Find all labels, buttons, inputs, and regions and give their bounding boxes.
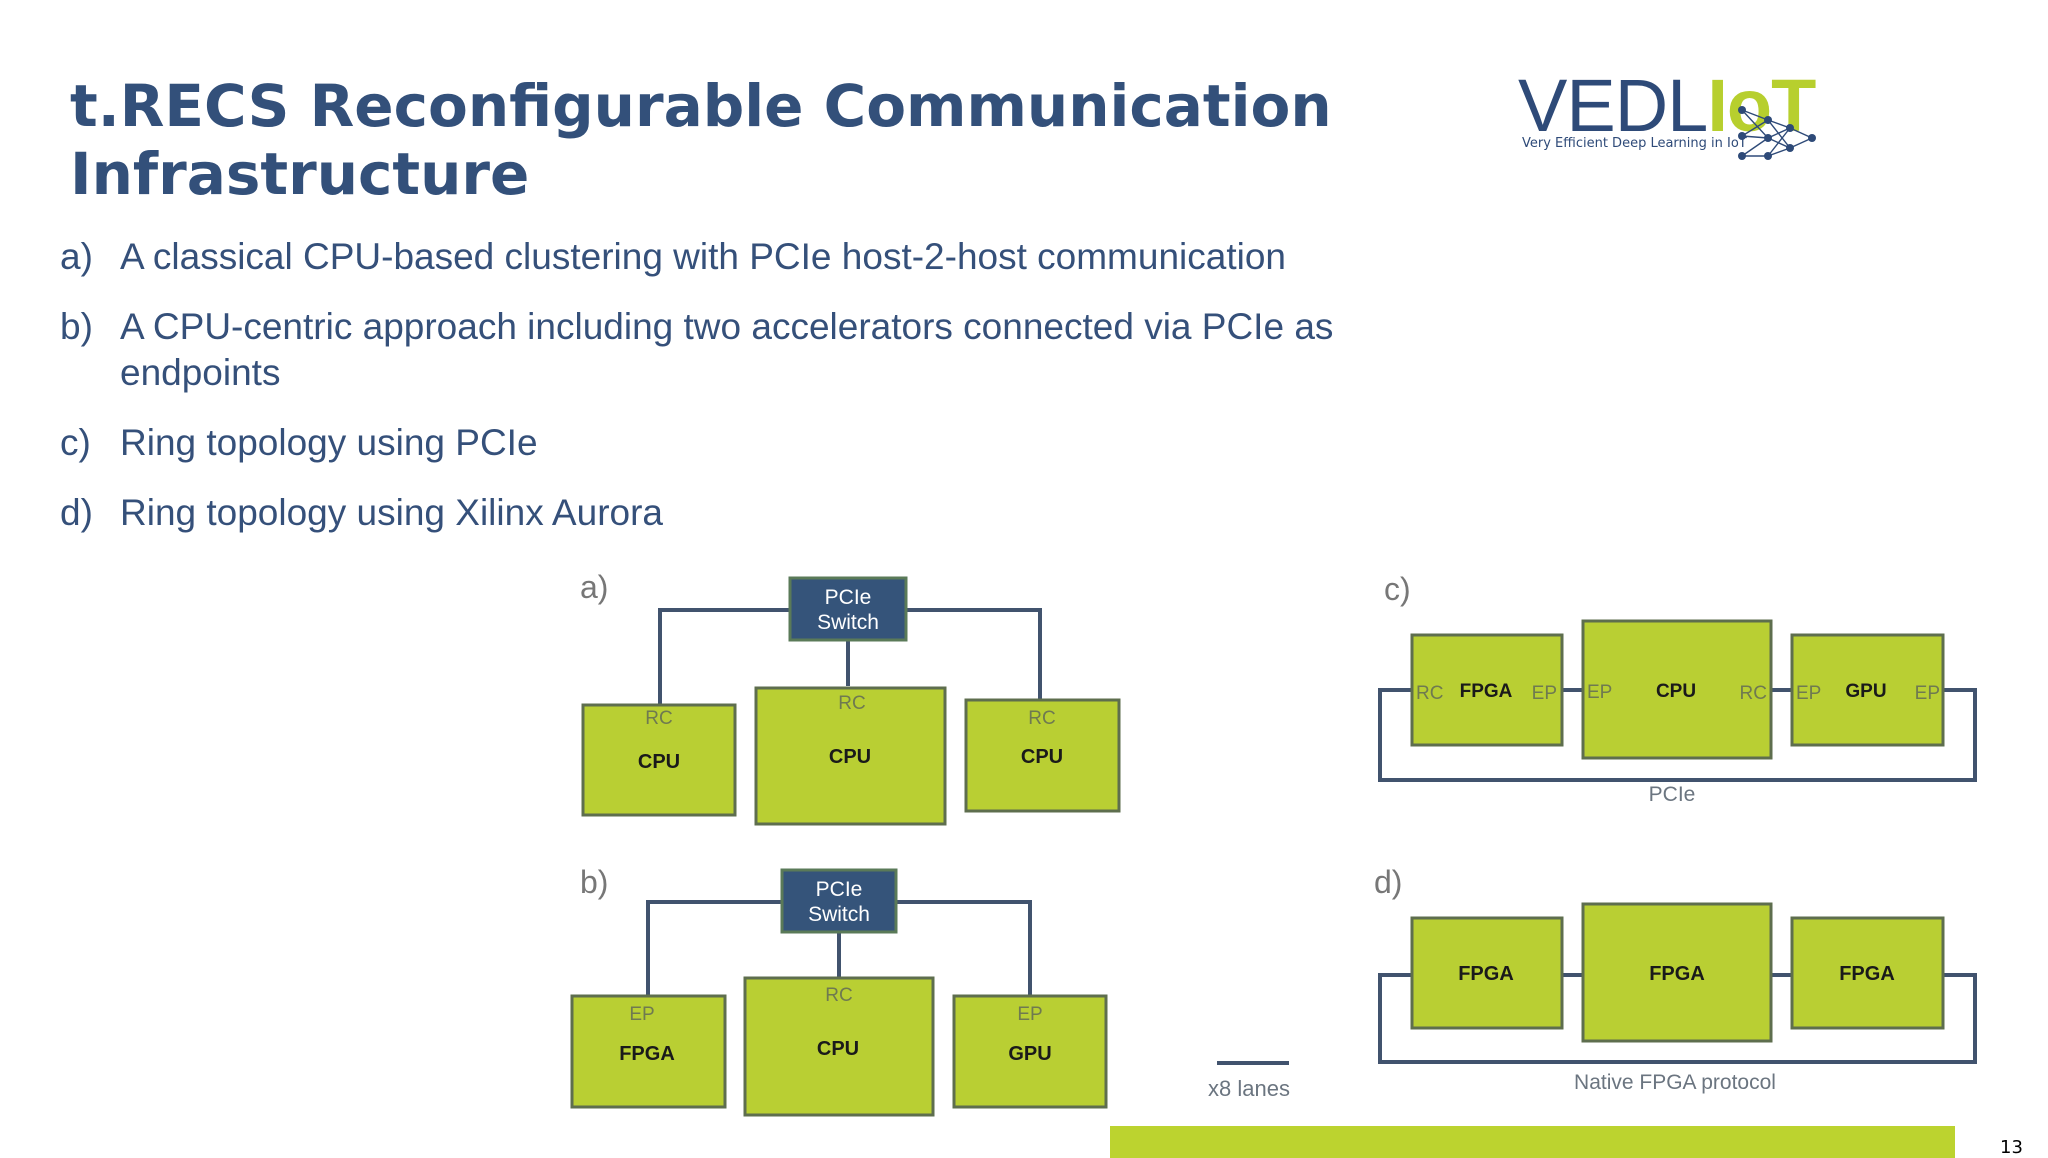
port-label: RC xyxy=(825,985,852,1006)
port-label-right: EP xyxy=(1915,683,1940,704)
legend-label: x8 lanes xyxy=(1208,1076,1290,1101)
diagram-a: a) PCIe Switch RC CPU RC CPU RC CPU xyxy=(580,569,1121,826)
bullet-c: c) Ring topology using PCIe xyxy=(60,420,1460,466)
fpga-node xyxy=(1790,916,1945,1030)
node-name: FPGA xyxy=(619,1043,675,1065)
logo-tagline: Very Efficient Deep Learning in IoT xyxy=(1522,136,1747,151)
node-name: FPGA xyxy=(1460,681,1513,702)
fpga-node xyxy=(1581,902,1773,1043)
bullet-b: b) A CPU-centric approach including two a… xyxy=(60,304,1460,396)
fpga-node xyxy=(1410,633,1564,747)
pcie-switch xyxy=(780,868,898,934)
port-label-right: EP xyxy=(1532,683,1557,704)
diagram-label: a) xyxy=(580,569,608,605)
port-label: RC xyxy=(1028,708,1055,729)
bullet-text: Ring topology using Xilinx Aurora xyxy=(120,492,663,533)
bullet-d: d) Ring topology using Xilinx Aurora xyxy=(60,490,1460,536)
port-label-left: EP xyxy=(1796,683,1821,704)
port-label: EP xyxy=(1017,1004,1042,1025)
switch-label-line1: PCIe xyxy=(816,878,863,901)
bullet-a: a) A classical CPU-based clustering with … xyxy=(60,234,1460,280)
port-label-left: EP xyxy=(1587,682,1612,703)
port-label: RC xyxy=(645,708,672,729)
logo-text-suffix: IoT xyxy=(1707,64,1816,147)
diagram-d: d) FPGA FPGA FPGA Native FPGA protocol xyxy=(1374,864,1977,1094)
bullet-marker: d) xyxy=(60,492,93,533)
switch-label-line2: Switch xyxy=(808,903,870,926)
cpu-node xyxy=(754,686,947,826)
node-name: GPU xyxy=(1008,1043,1051,1065)
node-name: CPU xyxy=(1021,746,1063,768)
gpu-node xyxy=(952,994,1108,1109)
slide-title: t.RECS Reconfigurable Communication Infr… xyxy=(70,72,1332,208)
diagram-label: d) xyxy=(1374,864,1402,900)
diagram-label: c) xyxy=(1384,571,1411,607)
logo-wordmark: VEDLIoT xyxy=(1518,62,1816,150)
cpu-node xyxy=(964,698,1121,813)
node-name: FPGA xyxy=(1458,963,1514,985)
bullet-text: A classical CPU-based clustering with PC… xyxy=(120,236,1286,277)
cpu-node xyxy=(1581,619,1773,760)
switch-label-line2: Switch xyxy=(817,611,879,634)
cpu-node xyxy=(581,703,737,817)
node-name: CPU xyxy=(638,751,680,773)
link-caption: Native FPGA protocol xyxy=(1574,1071,1776,1094)
node-name: FPGA xyxy=(1649,963,1705,985)
bullet-marker: c) xyxy=(60,422,91,463)
port-label: EP xyxy=(629,1004,654,1025)
port-label-right: RC xyxy=(1740,683,1767,704)
node-name: FPGA xyxy=(1839,963,1895,985)
node-name: CPU xyxy=(829,746,871,768)
node-name: CPU xyxy=(1656,681,1696,702)
legend: x8 lanes xyxy=(1208,1061,1290,1101)
switch-label-line1: PCIe xyxy=(825,586,872,609)
vedliot-logo: VEDLIoT Very Efficient Deep Learning in … xyxy=(1518,62,1818,162)
neural-network-icon xyxy=(1738,106,1816,160)
port-label: RC xyxy=(838,693,865,714)
fpga-node xyxy=(570,994,727,1109)
bullet-text: Ring topology using PCIe xyxy=(120,422,538,463)
gpu-node xyxy=(1790,633,1945,747)
bullet-text: A CPU-centric approach including two acc… xyxy=(120,306,1334,393)
page-number: 13 xyxy=(2000,1137,2023,1158)
bullet-marker: a) xyxy=(60,236,93,277)
diagram-label: b) xyxy=(580,864,608,900)
link-caption: PCIe xyxy=(1649,783,1696,806)
cpu-node xyxy=(743,976,935,1117)
node-name: CPU xyxy=(817,1038,859,1060)
port-label-left: RC xyxy=(1416,683,1443,704)
logo-text-prefix: VEDL xyxy=(1518,64,1708,147)
pcie-switch xyxy=(788,576,908,642)
node-name: GPU xyxy=(1845,681,1886,702)
bullet-marker: b) xyxy=(60,306,93,347)
fpga-node xyxy=(1410,916,1564,1030)
diagram-c: c) RC FPGA EP EP CPU RC EP GPU EP PCIe xyxy=(1378,571,1977,806)
diagram-b: b) PCIe Switch EP FPGA RC CPU EP GPU xyxy=(570,864,1108,1117)
bullet-list: a) A classical CPU-based clustering with … xyxy=(60,234,1460,560)
footer-accent-bar xyxy=(1110,1126,1955,1158)
